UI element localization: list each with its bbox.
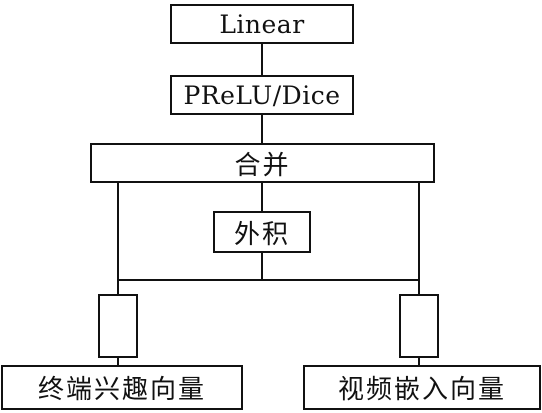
- left-vector-node: [98, 294, 138, 358]
- right-vector-node: [399, 294, 439, 358]
- right-input-label: 视频嵌入向量: [337, 375, 506, 405]
- concat-node: 合并: [90, 143, 435, 183]
- outer-product-label: 外积: [233, 219, 290, 250]
- linear-layer-node: Linear: [170, 4, 354, 44]
- right-input-node: 视频嵌入向量: [303, 365, 541, 410]
- left-input-label: 终端兴趣向量: [37, 375, 206, 405]
- activation-node: PReLU/Dice: [170, 75, 354, 115]
- concat-label: 合并: [234, 150, 291, 181]
- activation-label: PReLU/Dice: [183, 80, 341, 110]
- outer-product-node: 外积: [213, 211, 311, 253]
- linear-layer-label: Linear: [219, 9, 305, 39]
- left-input-node: 终端兴趣向量: [1, 365, 243, 410]
